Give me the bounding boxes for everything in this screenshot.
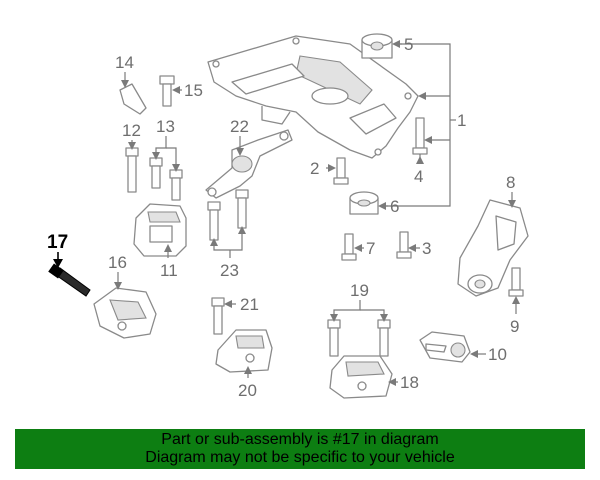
callout-12[interactable]: 12	[122, 121, 141, 140]
callout-6[interactable]: 6	[390, 197, 399, 216]
bolt-part-4[interactable]	[412, 117, 428, 155]
callout-15[interactable]: 15	[184, 81, 203, 100]
torque-arm-part-22[interactable]	[205, 129, 293, 199]
bolt-part-21[interactable]	[211, 297, 225, 335]
bolt-part-15[interactable]	[159, 75, 175, 107]
mount-part-16[interactable]	[93, 287, 157, 339]
callout-9[interactable]: 9	[510, 317, 519, 336]
callout-16[interactable]: 16	[108, 253, 127, 272]
callout-17-highlighted[interactable]: 17	[47, 232, 68, 253]
bracket-part-8[interactable]	[457, 199, 529, 297]
callout-20[interactable]: 20	[238, 381, 257, 400]
banner-line-2: Diagram may not be specific to your vehi…	[145, 449, 455, 466]
bolt-part-9[interactable]	[508, 267, 524, 297]
callout-8[interactable]: 8	[506, 173, 515, 192]
callout-5[interactable]: 5	[404, 35, 413, 54]
callout-4[interactable]: 4	[414, 167, 423, 186]
leader-arrowheads	[53, 40, 520, 386]
mount-part-18[interactable]	[329, 355, 393, 399]
mount-part-11[interactable]	[133, 203, 187, 257]
callout-3[interactable]: 3	[422, 239, 431, 258]
callout-2[interactable]: 2	[310, 159, 319, 178]
callout-labels: 1 2 3 4 5 6 7 8 9 10 11 12 13 14 15 16 1…	[47, 35, 519, 400]
mount-part-10[interactable]	[419, 331, 471, 363]
callout-11[interactable]: 11	[160, 261, 178, 280]
bolt-set-part-19[interactable]	[327, 319, 391, 357]
part-info-banner: Part or sub-assembly is #17 in diagram D…	[15, 429, 585, 469]
bolt-part-7[interactable]	[341, 233, 357, 261]
bushing-part-5[interactable]	[361, 33, 393, 59]
callout-14[interactable]: 14	[115, 53, 134, 72]
bolt-part-17[interactable]	[48, 263, 91, 297]
callout-1[interactable]: 1	[457, 111, 466, 130]
mount-part-20[interactable]	[215, 329, 273, 373]
bolt-set-part-13[interactable]	[149, 157, 183, 201]
callout-21[interactable]: 21	[240, 295, 259, 314]
callout-22[interactable]: 22	[230, 117, 249, 136]
bracket-part-14[interactable]	[119, 83, 147, 115]
bolt-part-2[interactable]	[333, 157, 349, 185]
parts-diagram: 1 2 3 4 5 6 7 8 9 10 11 12 13 14 15 16 1…	[47, 33, 529, 400]
subframe-part-1[interactable]	[207, 35, 419, 159]
banner-line-1: Part or sub-assembly is #17 in diagram	[161, 431, 439, 448]
bolt-part-12[interactable]	[125, 147, 139, 193]
callout-13[interactable]: 13	[156, 117, 175, 136]
bolt-part-3[interactable]	[396, 231, 412, 259]
callout-7[interactable]: 7	[366, 239, 375, 258]
callout-10[interactable]: 10	[488, 345, 507, 364]
callout-23[interactable]: 23	[220, 261, 239, 280]
bushing-part-6[interactable]	[349, 191, 379, 215]
callout-18[interactable]: 18	[400, 373, 419, 392]
callout-19[interactable]: 19	[350, 281, 369, 300]
